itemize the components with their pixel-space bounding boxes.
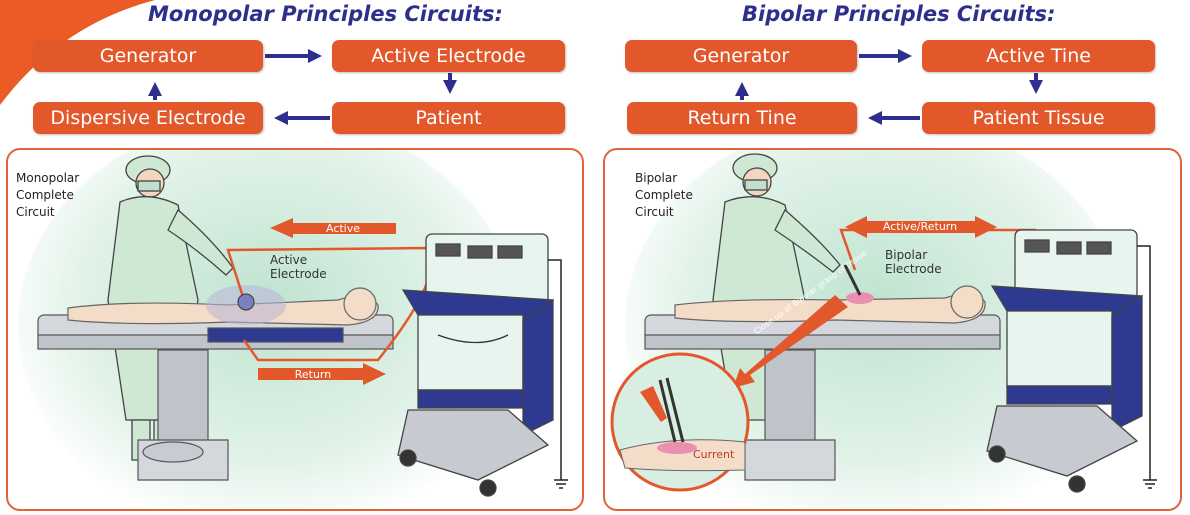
monopolar-panel: Monopolar Complete Circuit Active Electr… xyxy=(6,148,584,511)
active-return-double-arrow xyxy=(845,216,997,238)
bi-active-tine-box: Active Tine xyxy=(922,40,1155,72)
mono-dispersive-electrode-box: Dispersive Electrode xyxy=(33,102,263,134)
mono-active-electrode-box: Active Electrode xyxy=(332,40,565,72)
return-arrow-label: Return xyxy=(294,368,332,381)
monopolar-caption: Monopolar Complete Circuit xyxy=(16,171,80,219)
active-return-arrow-label: Active/Return xyxy=(882,220,958,233)
bi-patient-tissue-box: Patient Tissue xyxy=(922,102,1155,134)
active-current-arrow xyxy=(270,218,396,238)
bipolar-panel: Bipolar Complete Circuit Bipolar Electro… xyxy=(603,148,1182,511)
return-current-arrow xyxy=(258,363,386,385)
electrosurgical-generator xyxy=(397,233,554,497)
closeup-magnifier xyxy=(610,352,750,492)
bi-generator-box: Generator xyxy=(625,40,857,72)
bipolar-illustration xyxy=(610,150,1157,509)
mono-generator-box: Generator xyxy=(33,40,263,72)
active-electrode-callout: Active Electrode xyxy=(270,253,327,281)
current-label: Current xyxy=(693,448,735,461)
closeup-pointer-arrow xyxy=(733,295,848,388)
operating-table-bipolar xyxy=(644,314,1001,481)
monopolar-illustration xyxy=(18,150,568,509)
bipolar-caption: Bipolar Complete Circuit xyxy=(635,171,693,219)
electrosurgical-generator-bipolar xyxy=(986,229,1143,493)
monopolar-title: Monopolar Principles Circuits: xyxy=(148,2,503,26)
bi-return-tine-box: Return Tine xyxy=(627,102,857,134)
mono-patient-box: Patient xyxy=(332,102,565,134)
bipolar-title: Bipolar Principles Circuits: xyxy=(742,2,1056,26)
bipolar-electrode-callout: Bipolar Electrode xyxy=(885,248,942,276)
active-arrow-label: Active xyxy=(325,222,361,235)
corner-swoosh-decoration xyxy=(0,0,155,105)
